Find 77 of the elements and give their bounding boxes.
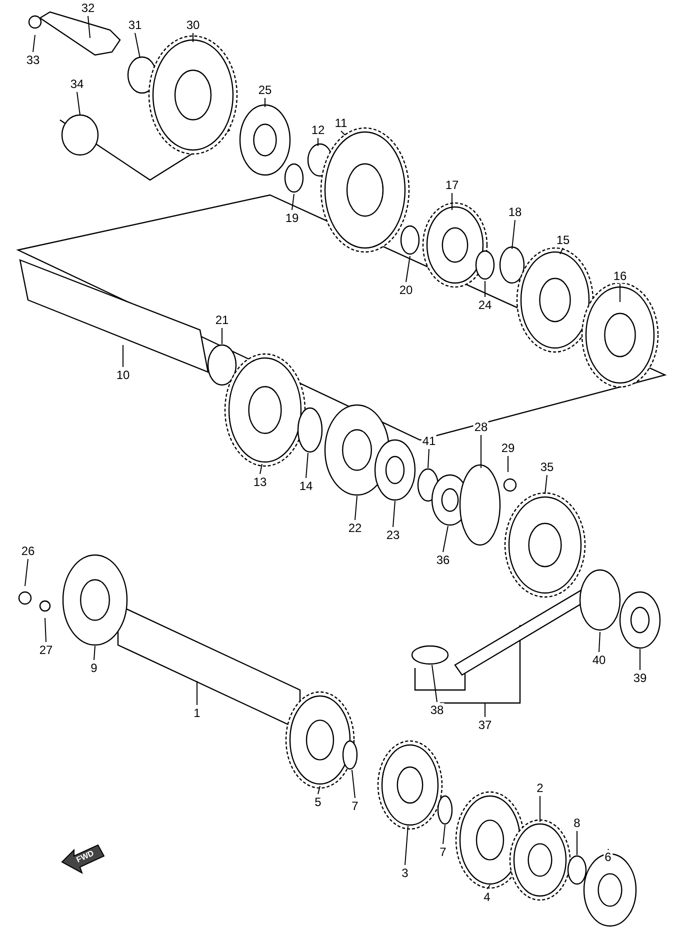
leader-line xyxy=(512,220,516,250)
leader-line xyxy=(486,884,490,890)
callout-number: 40 xyxy=(591,653,607,667)
leader-line xyxy=(432,664,438,702)
callout-number: 39 xyxy=(632,671,648,685)
callout-number: 35 xyxy=(539,460,555,474)
leader-line xyxy=(44,618,46,642)
leader-line xyxy=(352,770,356,798)
callout-number: 27 xyxy=(38,643,54,657)
leader-line xyxy=(196,680,198,706)
callout-number: 31 xyxy=(127,18,143,32)
callout-number: 38 xyxy=(429,703,445,717)
callout-number: 19 xyxy=(284,211,300,225)
callout-number: 15 xyxy=(555,233,571,247)
callout-number: 29 xyxy=(500,441,516,455)
callout-number: 3 xyxy=(400,866,410,880)
leader-line xyxy=(484,702,486,718)
leader-line xyxy=(392,500,396,528)
leader-line xyxy=(192,32,194,42)
callout-number: 34 xyxy=(69,77,85,91)
leader-line xyxy=(260,464,262,474)
leader-line xyxy=(76,92,80,116)
callout-number: 30 xyxy=(185,18,201,32)
leader-line xyxy=(340,130,346,136)
callout-number: 17 xyxy=(444,178,460,192)
leader-line xyxy=(428,448,430,468)
callout-number: 32 xyxy=(80,1,96,15)
leader-line xyxy=(406,256,410,282)
callout-number: 18 xyxy=(507,205,523,219)
callout-number: 24 xyxy=(477,298,493,312)
callout-number: 4 xyxy=(482,890,492,904)
leader-line xyxy=(306,452,308,478)
callout-number: 1 xyxy=(192,706,202,720)
callout-number: 37 xyxy=(477,718,493,732)
direction-label: FWD xyxy=(74,848,96,864)
leader-line xyxy=(598,632,600,652)
callout-number: 10 xyxy=(115,368,131,382)
leader-line xyxy=(292,194,294,210)
callout-number: 41 xyxy=(421,434,437,448)
callout-number: 28 xyxy=(473,420,489,434)
leader-line xyxy=(544,474,548,494)
leader-line xyxy=(122,344,124,368)
callout-number: 6 xyxy=(604,850,612,864)
leader-line xyxy=(318,786,320,794)
leader-line xyxy=(94,646,96,660)
leader-line xyxy=(404,826,408,866)
callout-number: 7 xyxy=(438,845,448,859)
leader-line xyxy=(32,34,36,52)
leader-line xyxy=(24,558,28,586)
callout-number: 2 xyxy=(536,781,544,795)
callout-number: 26 xyxy=(20,544,36,558)
leader-line xyxy=(442,526,448,552)
callout-number: 8 xyxy=(572,816,582,830)
callout-number: 20 xyxy=(398,283,414,297)
leader-line xyxy=(484,280,486,298)
callout-number: 12 xyxy=(310,123,326,137)
callout-number: 9 xyxy=(90,661,98,675)
callout-number: 7 xyxy=(350,799,360,813)
callout-number: 5 xyxy=(314,795,322,809)
leader-line xyxy=(264,98,266,108)
leader-line xyxy=(576,830,578,856)
leader-line xyxy=(354,496,358,520)
leader-line xyxy=(442,824,446,844)
leader-line xyxy=(560,248,564,254)
callout-number: 25 xyxy=(257,83,273,97)
callout-number: 14 xyxy=(298,479,314,493)
callout-number: 13 xyxy=(252,475,268,489)
callout-number: 16 xyxy=(612,269,628,283)
callout-number: 36 xyxy=(435,553,451,567)
callout-number: 33 xyxy=(25,53,41,67)
leader-line xyxy=(134,32,140,58)
leader-line xyxy=(480,434,482,468)
callout-number: 21 xyxy=(214,313,230,327)
callout-number: 23 xyxy=(385,528,401,542)
callout-number: 11 xyxy=(334,116,348,130)
callout-number: 22 xyxy=(347,521,363,535)
leader-line xyxy=(88,16,90,38)
